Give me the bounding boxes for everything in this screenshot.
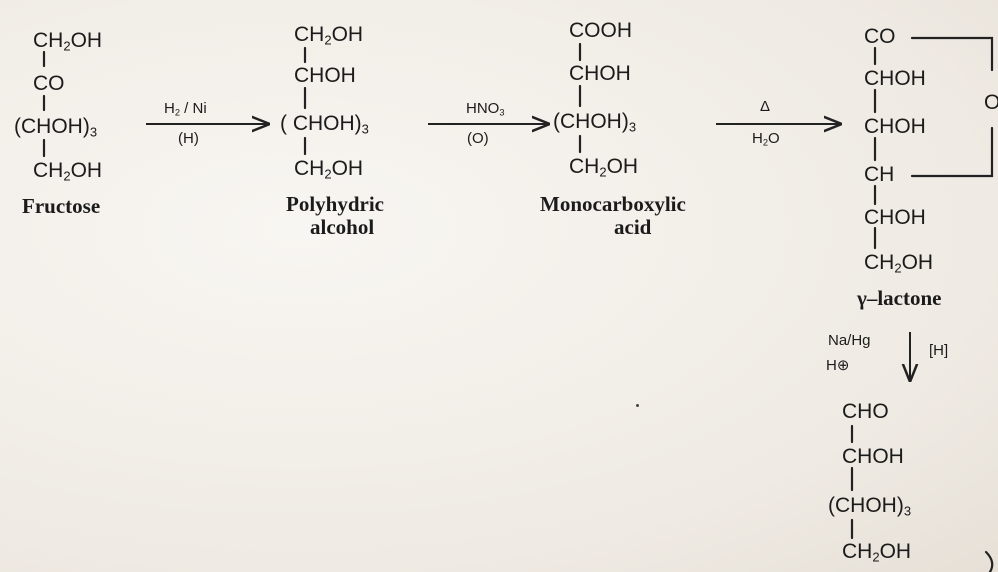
step3-water: H2O bbox=[752, 130, 780, 148]
lactone-c1: CO bbox=[864, 25, 896, 48]
aldose-c345: (CHOH)3 bbox=[828, 494, 912, 519]
polyol-c345: ( CHOH)3 bbox=[280, 112, 369, 137]
lactone-c3: CHOH bbox=[864, 115, 926, 138]
step4-condition: [H] bbox=[929, 342, 949, 359]
ink-speck bbox=[636, 404, 639, 407]
step3-heat: Δ bbox=[760, 98, 771, 115]
aldose-c1: CHO bbox=[842, 400, 889, 423]
step4-acid: H⊕ bbox=[826, 357, 850, 374]
lactone-c2: CHOH bbox=[864, 67, 926, 90]
step2-reagent: HNO3 bbox=[466, 100, 505, 118]
lactone-ring-bracket-lower bbox=[910, 126, 994, 178]
fructose-c1: CH2OH bbox=[33, 29, 103, 54]
fructose-c345: (CHOH)3 bbox=[14, 115, 98, 140]
polyol-c1: CH2OH bbox=[294, 23, 364, 48]
fructose-c6: CH2OH bbox=[33, 159, 103, 184]
lactone-ring-bracket bbox=[910, 36, 994, 72]
polyol-c2: CHOH bbox=[294, 64, 356, 87]
acid-c6: CH2OH bbox=[569, 155, 639, 180]
lactone-label: γ–lactone bbox=[857, 286, 942, 310]
step1-reagent: H2 / Ni bbox=[164, 100, 207, 118]
aldose-c2: CHOH bbox=[842, 445, 904, 468]
polyol-c6: CH2OH bbox=[294, 157, 364, 182]
lactone-c4: CH bbox=[864, 163, 895, 186]
acid-label-line2: acid bbox=[614, 215, 652, 239]
acid-c2: CHOH bbox=[569, 62, 631, 85]
fructose-label: Fructose bbox=[22, 194, 101, 218]
acid-label-line1: Monocarboxylic bbox=[540, 192, 686, 216]
aldose-c6: CH2OH bbox=[842, 540, 912, 565]
page-curve-mark bbox=[984, 550, 994, 572]
step2-condition: (O) bbox=[467, 130, 489, 147]
lactone-c5: CHOH bbox=[864, 206, 926, 229]
fructose-c2: CO bbox=[33, 72, 65, 95]
step1-condition: (H) bbox=[178, 130, 199, 147]
polyol-label-line1: Polyhydric bbox=[286, 192, 384, 216]
polyol-label-line2: alcohol bbox=[310, 215, 375, 239]
lactone-c6: CH2OH bbox=[864, 251, 934, 276]
step4-reagent: Na/Hg bbox=[828, 332, 871, 349]
acid-c1: COOH bbox=[569, 19, 632, 42]
lactone-ring-oxygen: O bbox=[984, 91, 998, 114]
acid-c345: (CHOH)3 bbox=[553, 110, 637, 135]
